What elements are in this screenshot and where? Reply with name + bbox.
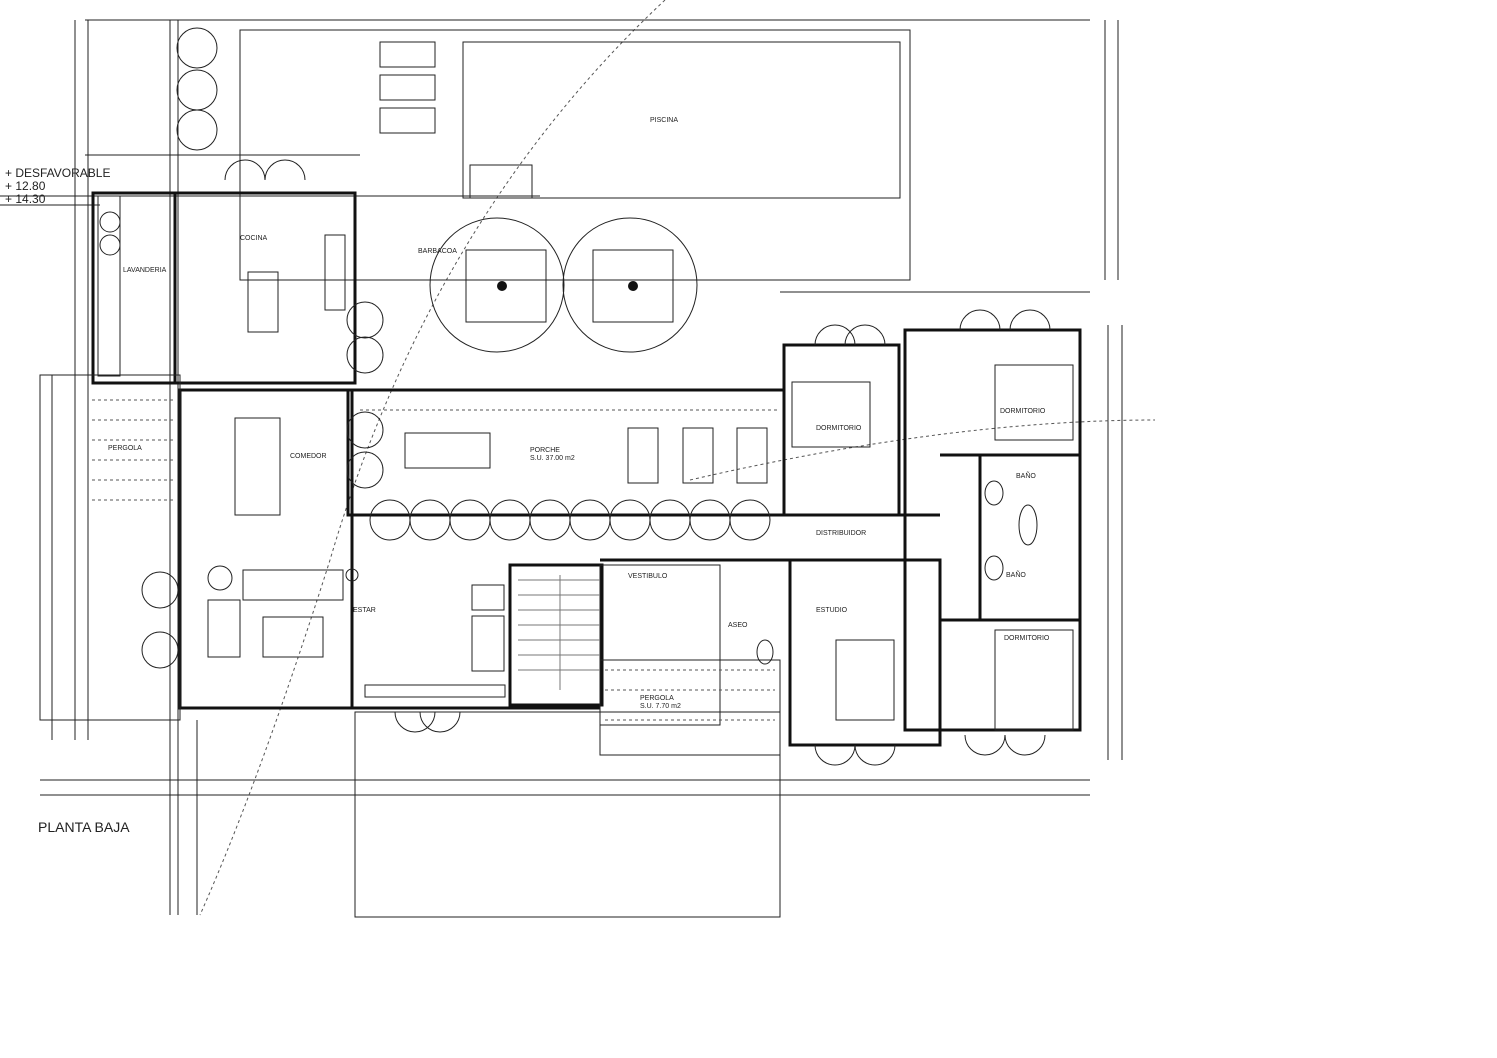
pergola-slats	[92, 399, 780, 721]
reference-arc	[199, 0, 666, 916]
walls	[39, 191, 1082, 918]
room-label-dormitorio-2: DORMITORIO	[1000, 408, 1046, 415]
trees	[176, 27, 698, 353]
level-12-80: + 12.80	[5, 179, 46, 193]
room-label-estar: ESTAR	[353, 607, 376, 614]
room-label-porche: PORCHE	[530, 447, 560, 454]
room-label-estudio: ESTUDIO	[816, 607, 848, 614]
furniture	[97, 195, 1074, 731]
dimension-lines	[0, 19, 1123, 915]
room-label-comedor: COMEDOR	[290, 453, 327, 460]
room-label-dormitorio-3: DORMITORIO	[1004, 635, 1050, 642]
area-porche: S.U. 37.00 m2	[530, 455, 575, 462]
terrace-outline	[239, 29, 911, 281]
area-pergola-south: S.U. 7.70 m2	[640, 703, 681, 710]
room-label-pergola-west: PERGOLA	[108, 445, 142, 452]
doors	[141, 159, 1051, 766]
room-label-dormitorio-1: DORMITORIO	[816, 425, 862, 432]
reference-arc	[689, 419, 1156, 481]
room-label-bano-2: BAÑO	[1006, 570, 1026, 579]
sun-loungers	[379, 41, 436, 134]
pool-steps	[469, 164, 533, 199]
room-label-aseo: ASEO	[728, 622, 748, 629]
room-label-cocina: COCINA	[240, 235, 268, 242]
room-label-pergola-south: PERGOLA	[640, 695, 674, 702]
plan-title: PLANTA BAJA	[38, 819, 130, 835]
level-14-30: + 14.30	[5, 192, 46, 206]
room-label-barbacoa: BARBACOA	[418, 248, 457, 255]
pool	[462, 41, 901, 199]
room-label-piscina: PISCINA	[650, 117, 678, 124]
room-label-bano-1: BAÑO	[1016, 471, 1036, 480]
room-label-distribuidor: DISTRIBUIDOR	[816, 530, 866, 537]
room-label-vestibulo: VESTIBULO	[628, 573, 668, 580]
room-label-lavanderia: LAVANDERIA	[123, 267, 167, 274]
stairs	[518, 575, 600, 690]
level-desfavorable: + DESFAVORABLE	[5, 166, 111, 180]
